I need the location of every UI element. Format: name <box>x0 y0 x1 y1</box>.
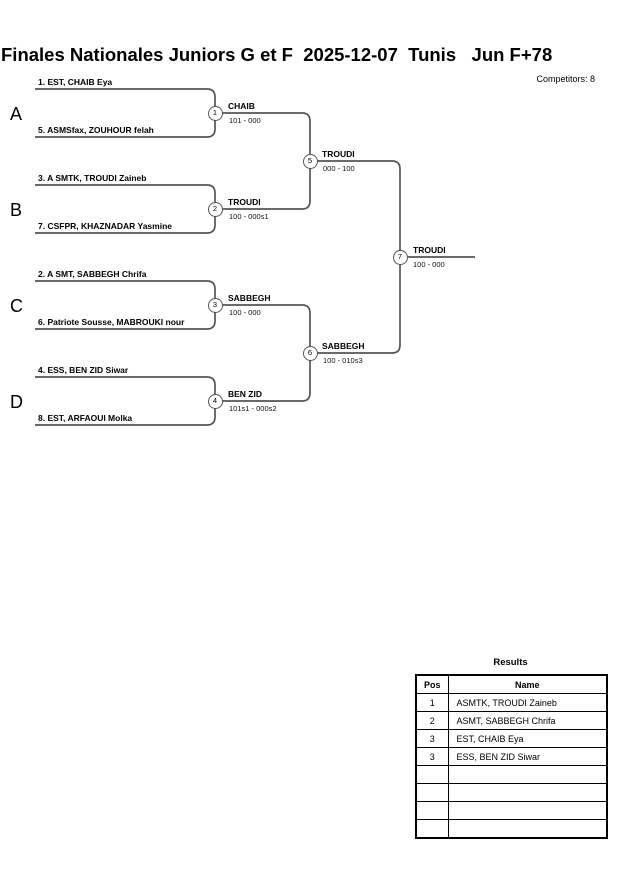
section-label-c: C <box>10 296 23 316</box>
competitors-count: Competitors: 8 <box>536 74 595 84</box>
page-title: Finales Nationales Juniors G et F 2025-1… <box>1 44 553 65</box>
table-row <box>415 801 608 820</box>
match6-number-circle: 6 <box>302 345 318 361</box>
match3-winner: SABBEGH <box>228 293 271 303</box>
player-seed-2: 2. A SMT, SABBEGH Chrifa <box>38 269 147 279</box>
results-header-row: Pos Name <box>415 674 608 694</box>
qf-connector-top <box>222 112 311 210</box>
match6-score: 100 - 010s3 <box>323 356 363 365</box>
match4-number-circle: 4 <box>207 393 223 409</box>
result-name: ASMT, SABBEGH Chrifa <box>447 711 608 730</box>
result-name <box>447 801 608 820</box>
player-seed-5: 5. ASMSfax, ZOUHOUR felah <box>38 125 154 135</box>
match4-score: 101s1 - 000s2 <box>229 404 277 413</box>
player-seed-6: 6. Patriote Sousse, MABROUKI nour <box>38 317 185 327</box>
table-row: 3 EST, CHAIB Eya <box>415 729 608 748</box>
section-label-d: D <box>10 392 23 412</box>
result-pos: 2 <box>415 711 449 730</box>
results-block: Results Pos Name 1 ASMTK, TROUDI Zaineb … <box>415 657 608 839</box>
result-pos <box>415 765 449 784</box>
match1-winner: CHAIB <box>228 101 255 111</box>
match5-score: 000 - 100 <box>323 164 355 173</box>
match5-winner: TROUDI <box>322 149 355 159</box>
result-pos <box>415 819 449 839</box>
results-col-pos: Pos <box>415 674 449 694</box>
match7-number-circle: 7 <box>392 249 408 265</box>
final-score: 100 - 000 <box>413 260 445 269</box>
table-row <box>415 783 608 802</box>
match4-winner: BEN ZID <box>228 389 262 399</box>
section-label-a: A <box>10 104 23 124</box>
result-name <box>447 819 608 839</box>
table-row: 3 ESS, BEN ZID Siwar <box>415 747 608 766</box>
match2-number-circle: 2 <box>207 201 223 217</box>
result-pos: 3 <box>415 729 449 748</box>
match5-number-circle: 5 <box>302 153 318 169</box>
result-name: ESS, BEN ZID Siwar <box>447 747 608 766</box>
result-name <box>447 765 608 784</box>
results-title: Results <box>493 657 528 668</box>
player-seed-8: 8. EST, ARFAOUI Molka <box>38 413 133 423</box>
section-label-b: B <box>10 200 23 220</box>
player-seed-4: 4. ESS, BEN ZID Siwar <box>38 365 129 375</box>
qf-connector-bottom <box>222 304 311 402</box>
sf-connector <box>317 160 401 354</box>
player-seed-1: 1. EST, CHAIB Eya <box>38 77 113 87</box>
table-row <box>415 765 608 784</box>
match2-score: 100 - 000s1 <box>229 212 269 221</box>
results-table: Pos Name 1 ASMTK, TROUDI Zaineb 2 ASMT, … <box>415 674 608 839</box>
result-pos: 3 <box>415 747 449 766</box>
result-pos: 1 <box>415 693 449 712</box>
table-row: 1 ASMTK, TROUDI Zaineb <box>415 693 608 712</box>
player-seed-7: 7. CSFPR, KHAZNADAR Yasmine <box>38 221 172 231</box>
match3-score: 100 - 000 <box>229 308 261 317</box>
match6-winner: SABBEGH <box>322 341 365 351</box>
result-pos <box>415 801 449 820</box>
player-seed-3: 3. A SMTK, TROUDI Zaineb <box>38 173 147 183</box>
results-col-name: Name <box>447 674 608 694</box>
match2-winner: TROUDI <box>228 197 261 207</box>
match3-number-circle: 3 <box>207 297 223 313</box>
result-name: ASMTK, TROUDI Zaineb <box>447 693 608 712</box>
result-name: EST, CHAIB Eya <box>447 729 608 748</box>
result-name <box>447 783 608 802</box>
table-row: 2 ASMT, SABBEGH Chrifa <box>415 711 608 730</box>
result-pos <box>415 783 449 802</box>
match1-score: 101 - 000 <box>229 116 261 125</box>
final-winner: TROUDI <box>413 245 446 255</box>
table-row <box>415 819 608 839</box>
match1-number-circle: 1 <box>207 105 223 121</box>
